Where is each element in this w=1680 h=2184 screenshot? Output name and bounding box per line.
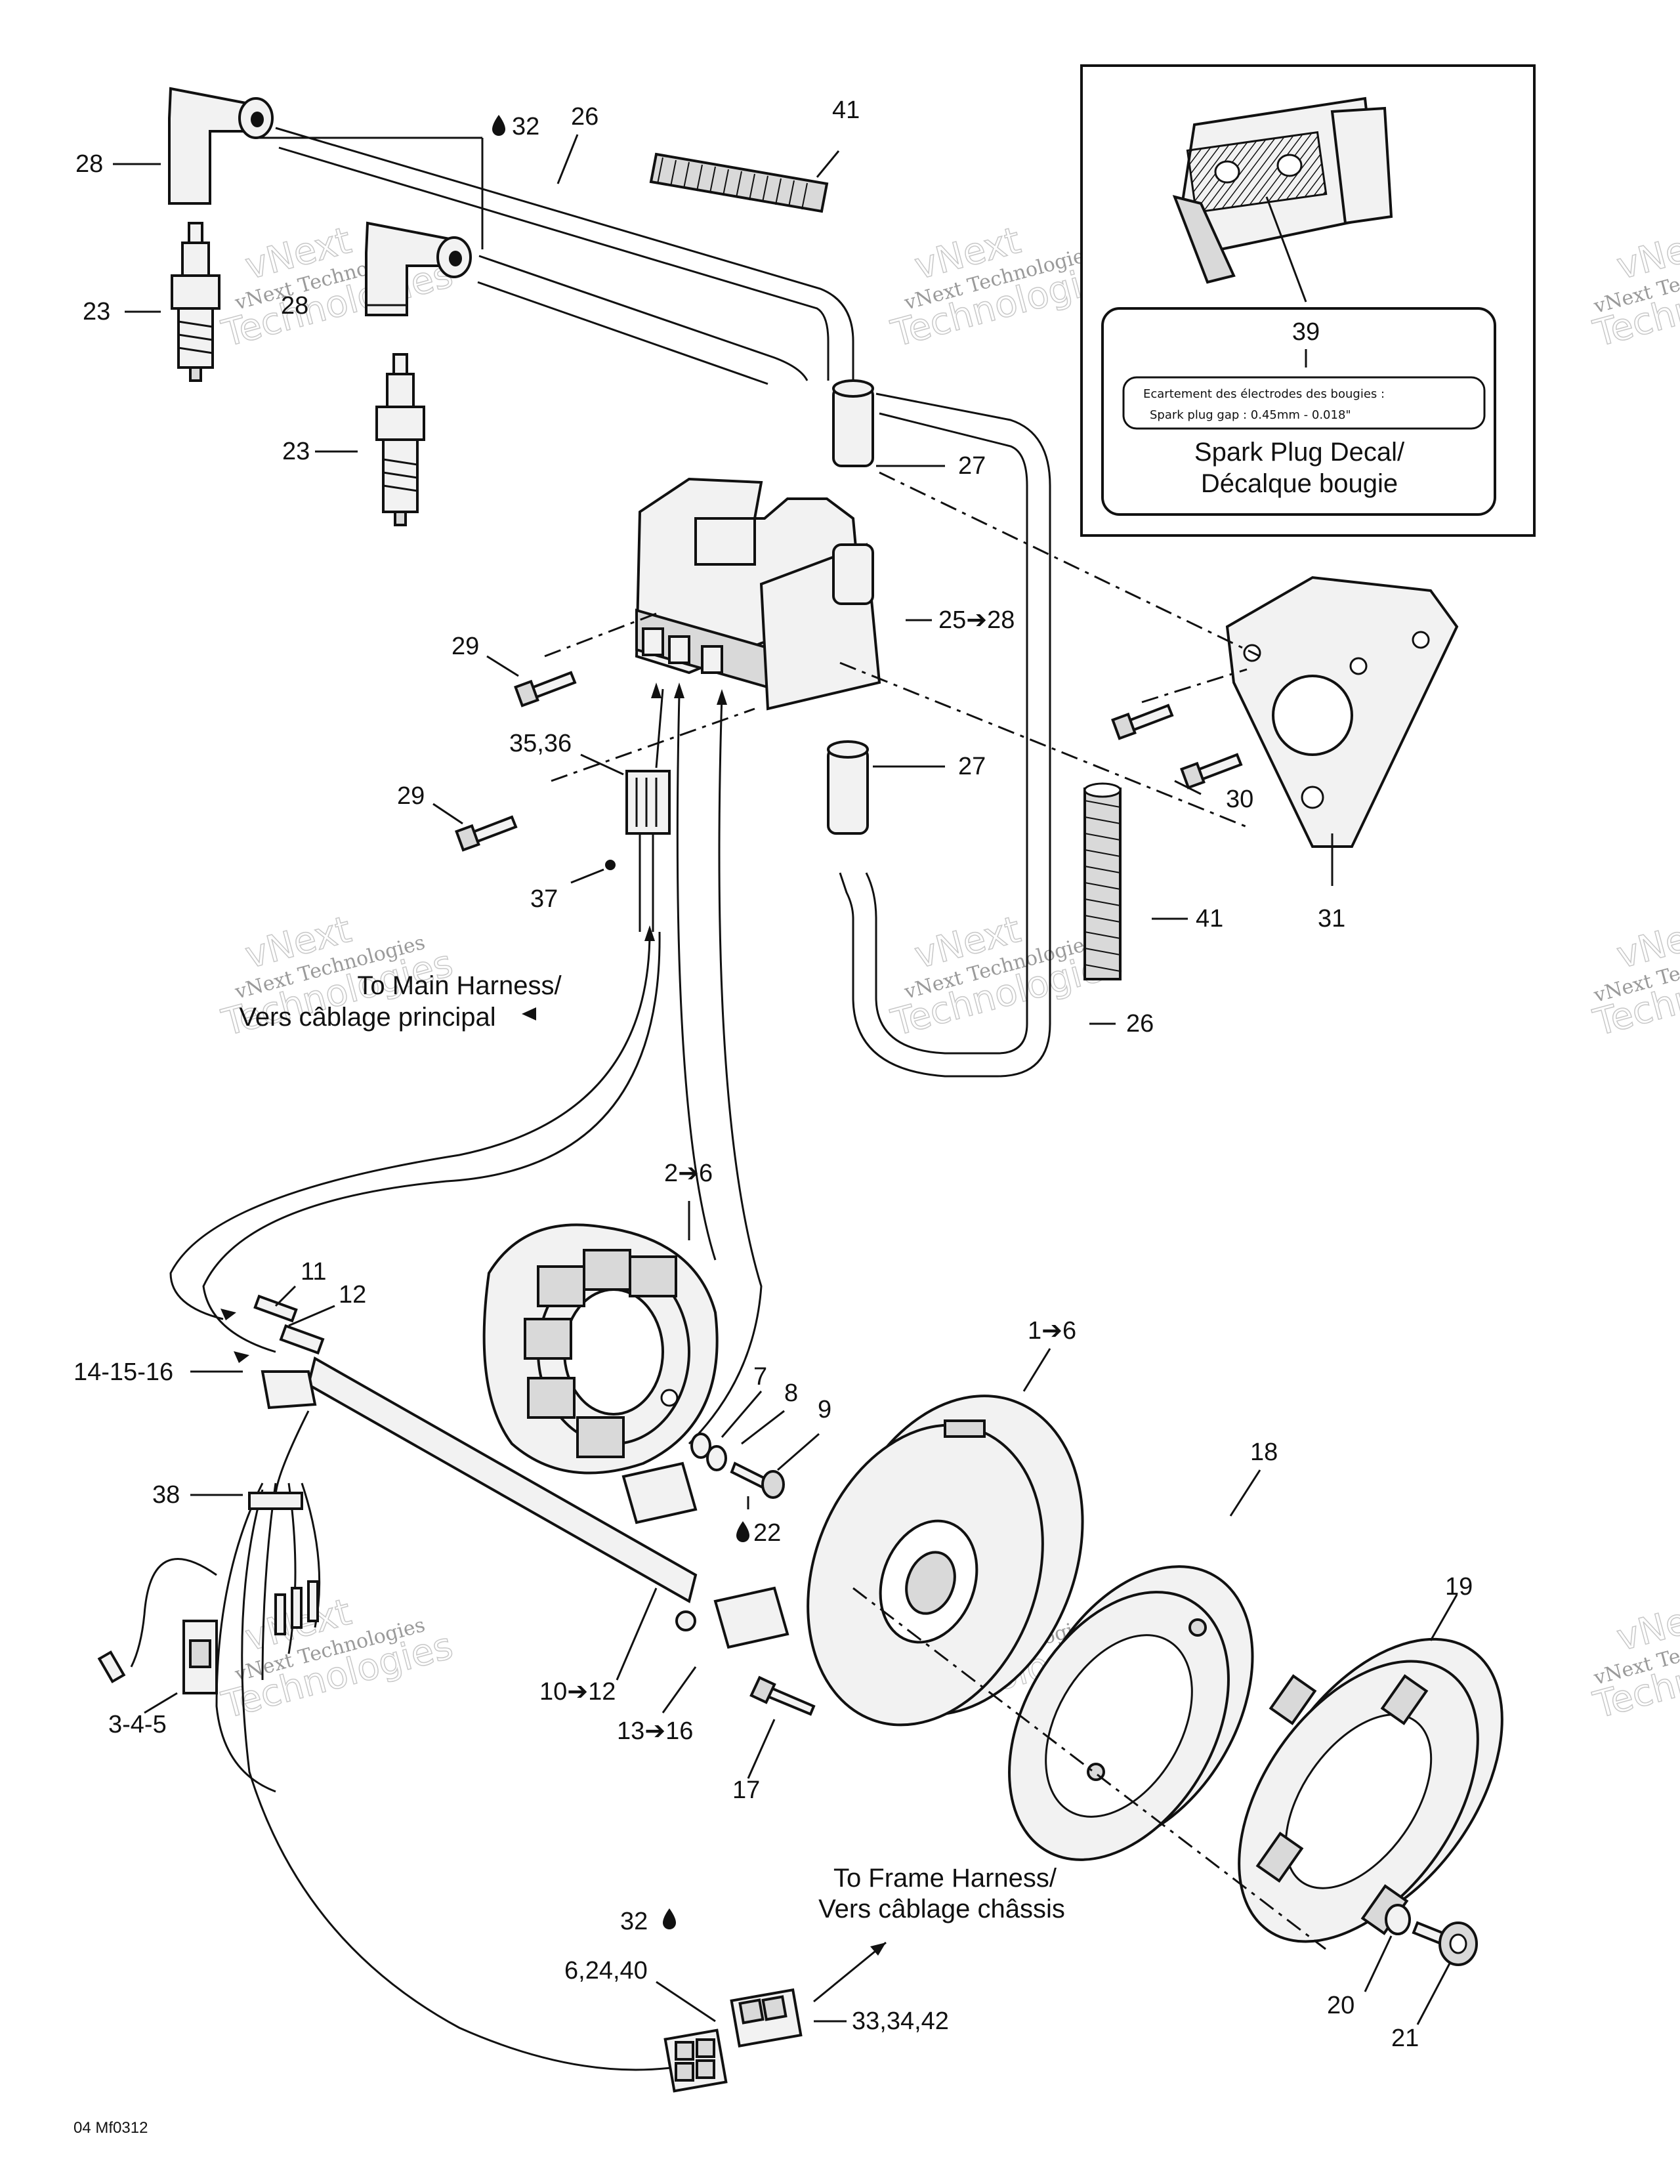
spark-plug	[171, 222, 220, 382]
sealant-drop-icon	[663, 1908, 676, 1929]
screw	[1111, 704, 1174, 740]
starter-cup	[1008, 1565, 1254, 1861]
callout-29: 29	[452, 633, 479, 660]
decal-text-english: Spark plug gap : 0.45mm - 0.018"	[1150, 408, 1351, 422]
callout-19: 19	[1445, 1573, 1473, 1601]
screw	[1180, 753, 1243, 789]
callout-26: 26	[1126, 1010, 1154, 1038]
main-harness-note-fr: Vers câblage principal	[239, 1003, 495, 1032]
callout-13-16: 13➔16	[617, 1717, 693, 1745]
flywheel	[807, 1395, 1084, 1727]
coil-connector	[625, 770, 671, 835]
callout-41: 41	[832, 96, 860, 124]
frame-harness-connector	[730, 1988, 803, 2048]
wire-connector	[261, 1370, 317, 1410]
callout-23: 23	[83, 298, 110, 326]
callout-17: 17	[732, 1776, 760, 1804]
callout-23: 23	[282, 438, 310, 465]
trigger-coil	[621, 1461, 698, 1524]
callout-32: 32	[620, 1908, 648, 1935]
frame-harness-note: To Frame Harness/	[833, 1864, 1057, 1893]
trigger-coil	[713, 1586, 789, 1649]
washer	[1385, 1904, 1411, 1935]
screw	[514, 671, 577, 707]
sealant-drop-icon	[492, 115, 505, 136]
spark-plug-decal-inset: 39 Ecartement des électrodes des bougies…	[1080, 64, 1536, 537]
grease-dot-icon	[605, 860, 616, 870]
stator	[482, 1223, 719, 1475]
callout-38: 38	[152, 1481, 180, 1509]
callout-20: 20	[1327, 1992, 1354, 2019]
spring	[649, 152, 829, 213]
callout-32: 32	[512, 113, 539, 140]
drawing-code: 04 Mf0312	[74, 2119, 148, 2137]
screw	[455, 815, 518, 852]
wire-connector	[279, 1324, 325, 1355]
callout-27: 27	[958, 753, 986, 780]
decal-text-french: Ecartement des électrodes des bougies :	[1143, 387, 1385, 401]
callout-25-28: 25➔28	[938, 606, 1015, 634]
coil-boot	[827, 747, 869, 835]
callout-31: 31	[1318, 905, 1345, 933]
callout-11: 11	[301, 1258, 326, 1286]
magneto-assembly	[97, 695, 1503, 2093]
callout-7: 7	[753, 1363, 767, 1391]
frame-harness-note-fr: Vers câblage châssis	[818, 1895, 1065, 1923]
callout-3-4-5: 3-4-5	[108, 1711, 167, 1738]
stator-connector	[663, 2028, 728, 2093]
callout-14-15-16: 14-15-16	[74, 1358, 173, 1386]
callout-21: 21	[1391, 2025, 1419, 2052]
ignition-coil-assembly	[168, 87, 1459, 1078]
decal-caption-french: Décalque bougie	[1201, 469, 1398, 498]
callout-26: 26	[571, 103, 598, 131]
callout-28: 28	[75, 150, 103, 178]
callout-27: 27	[958, 452, 986, 480]
callout-9: 9	[818, 1396, 831, 1423]
washer	[706, 1445, 727, 1471]
callout-10-12: 10➔12	[539, 1678, 616, 1706]
callout-12: 12	[339, 1281, 366, 1309]
washer	[690, 1433, 711, 1459]
callout-33-34-42: 33,34,42	[852, 2007, 949, 2035]
starter-pulley	[1238, 1637, 1503, 1943]
spring	[1083, 782, 1122, 980]
wire-connector	[253, 1294, 298, 1323]
cable-tie	[248, 1492, 303, 1510]
callout-28: 28	[281, 292, 308, 320]
coil-boot	[832, 386, 874, 467]
spark-plug	[375, 353, 425, 526]
callout-22: 22	[753, 1519, 781, 1547]
callouts: 28 32 26 41 23 28 23 27 25➔28 29 35,36 2…	[74, 96, 1473, 2052]
callout-37: 37	[530, 885, 558, 913]
callout-39: 39	[1292, 318, 1320, 346]
callout-30: 30	[1226, 786, 1253, 813]
leader-lines	[113, 134, 1458, 2025]
callout-29: 29	[397, 782, 425, 810]
harness-notes: To Main Harness/ Vers câblage principal …	[239, 971, 1065, 1923]
connector-3-4-5	[182, 1620, 218, 1694]
callout-6-24-40: 6,24,40	[564, 1957, 648, 1984]
callout-2-6: 2➔6	[664, 1160, 713, 1187]
callout-1-6: 1➔6	[1028, 1317, 1076, 1345]
main-harness-note: To Main Harness/	[357, 971, 562, 1000]
callout-41: 41	[1196, 905, 1223, 933]
callout-18: 18	[1250, 1438, 1278, 1466]
callout-8: 8	[784, 1379, 798, 1407]
callout-35-36: 35,36	[509, 730, 572, 757]
decal-caption-english: Spark Plug Decal/	[1194, 438, 1405, 467]
sealant-drop-icon	[736, 1521, 749, 1542]
